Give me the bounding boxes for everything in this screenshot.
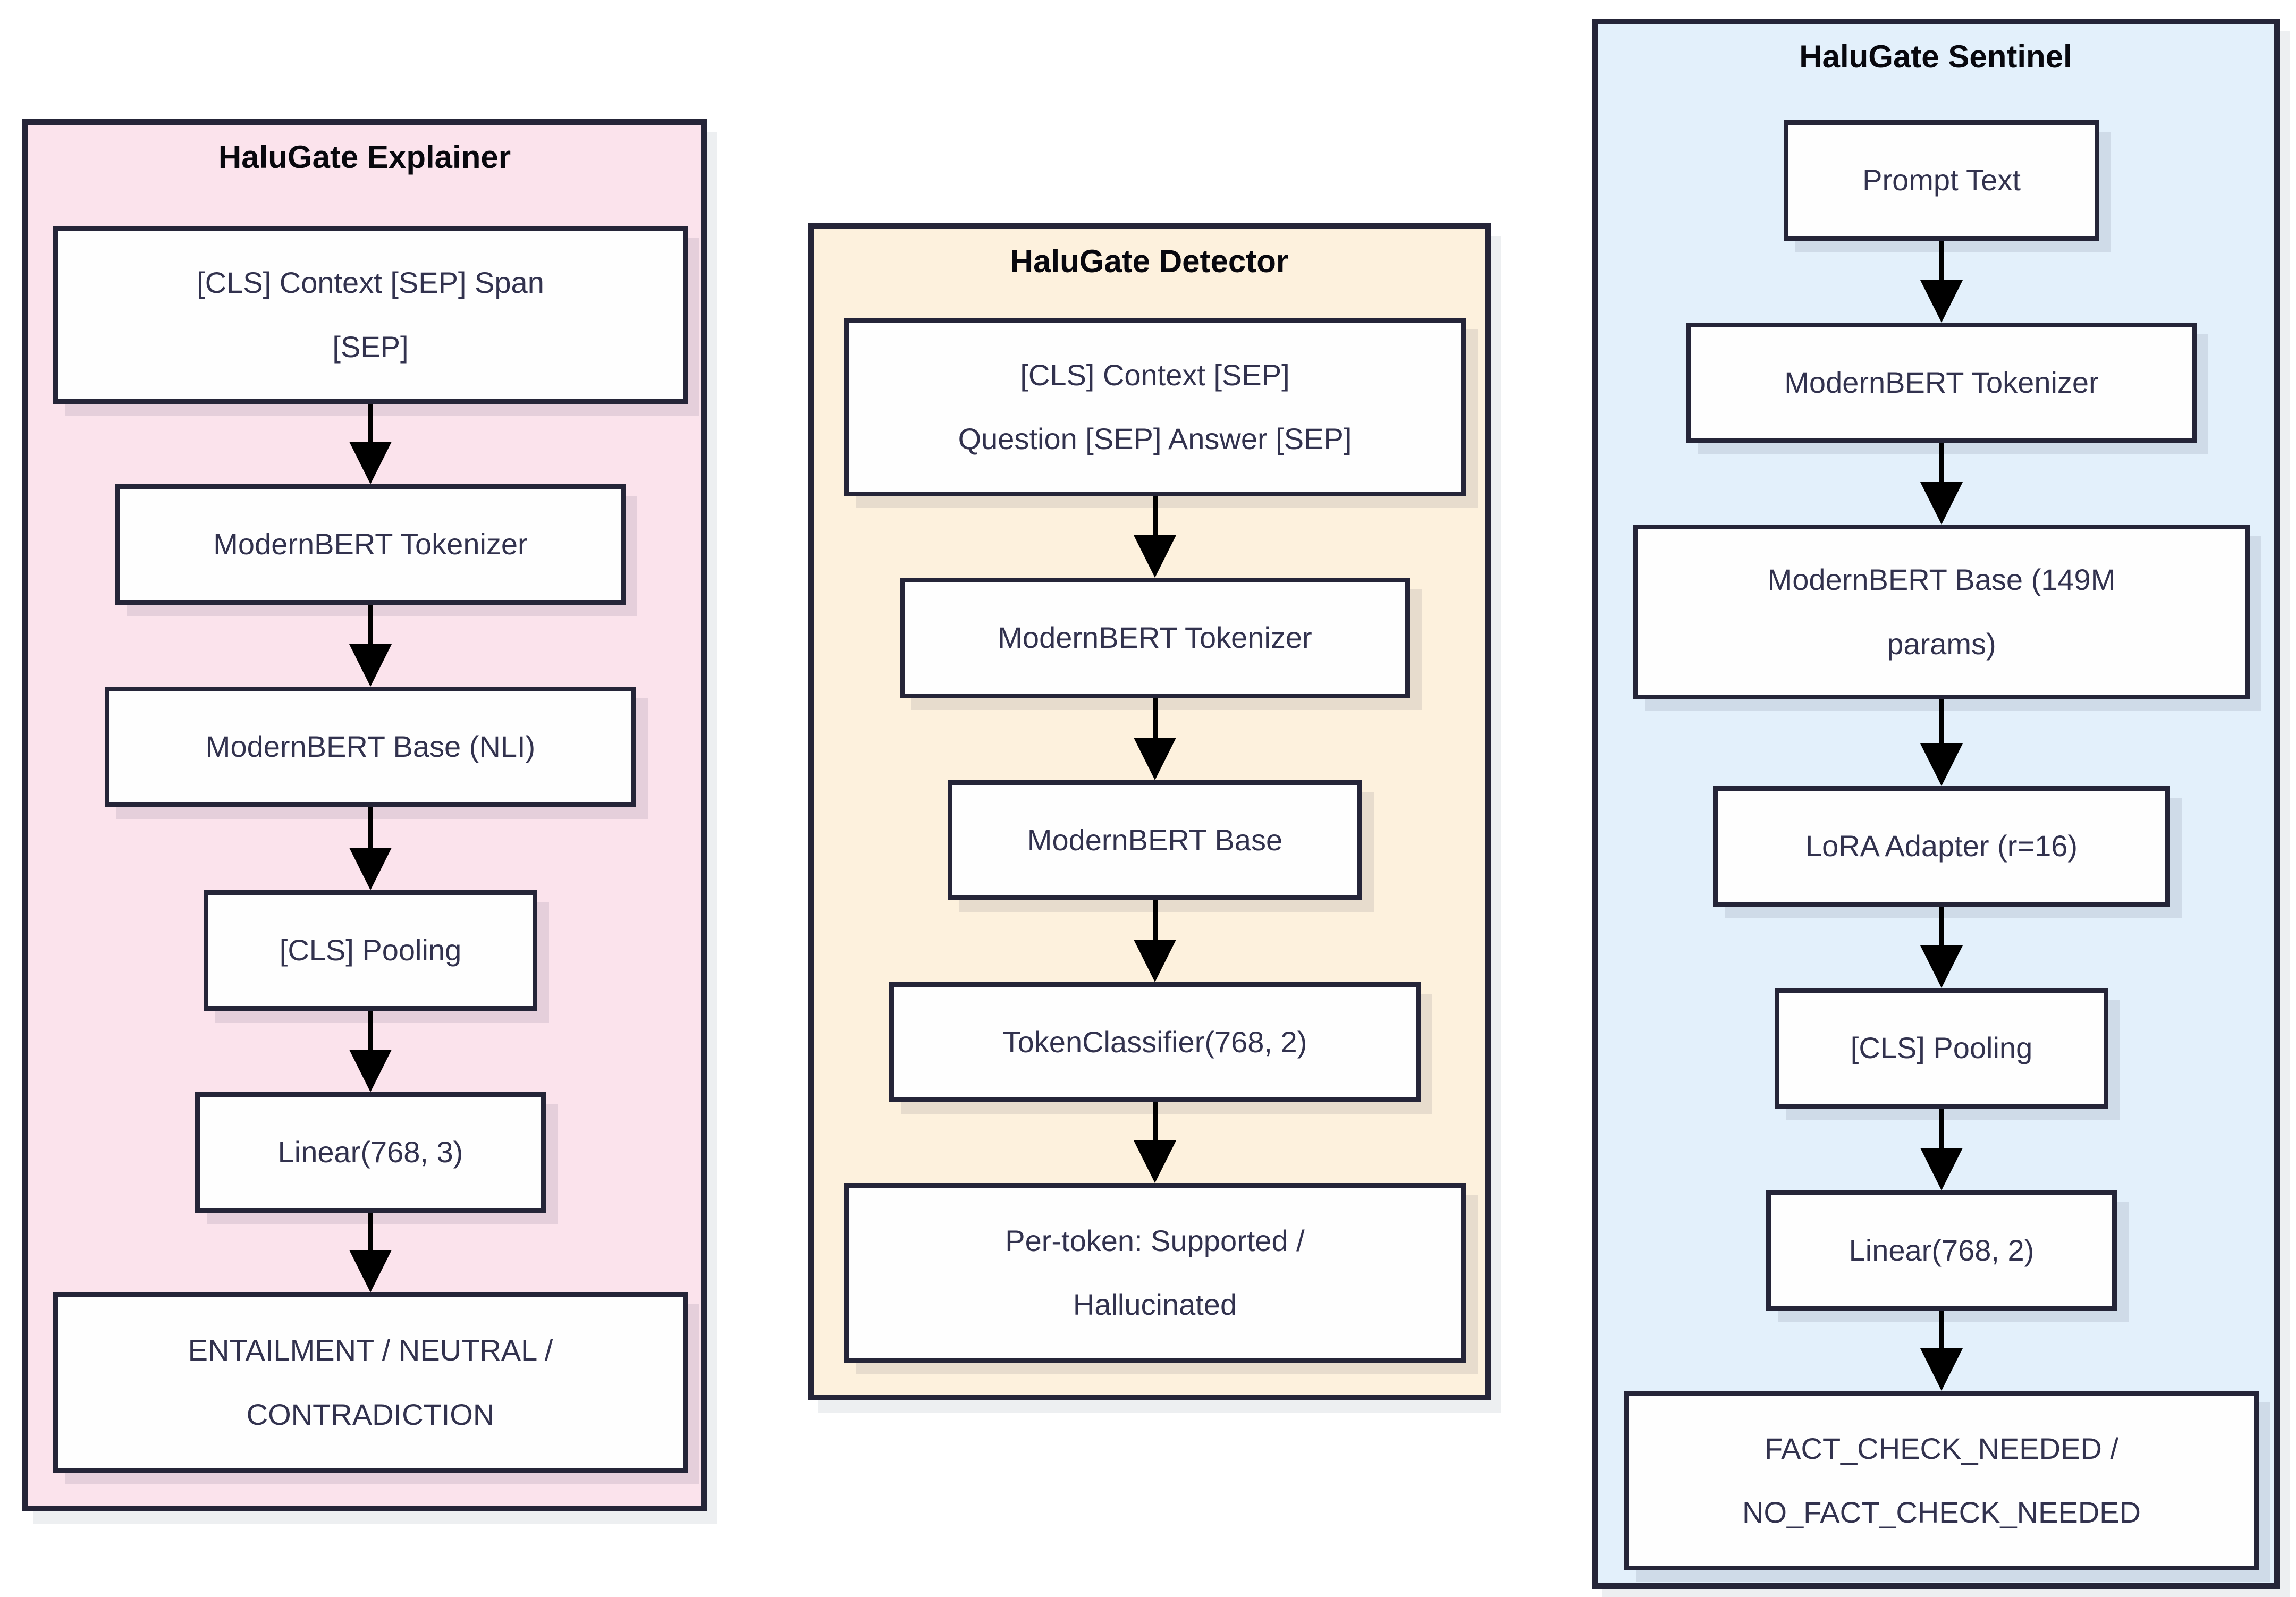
arrow-down-icon	[1132, 698, 1178, 780]
arrow-stem	[1939, 699, 1944, 743]
arrowhead-icon	[1920, 1348, 1963, 1391]
arrow-down-icon	[1132, 496, 1178, 578]
panel-title-explainer: HaluGate Explainer	[218, 139, 511, 175]
arrow-down-icon	[1918, 443, 1965, 525]
node-cls-pooling: [CLS] Pooling	[1775, 988, 2108, 1109]
arrowhead-icon	[349, 644, 392, 687]
arrow-stem	[1939, 907, 1944, 945]
node-fact-check-needed-output: FACT_CHECK_NEEDED / NO_FACT_CHECK_NEEDED	[1624, 1391, 2259, 1570]
arrow-down-icon	[1918, 1311, 1965, 1391]
arrowhead-icon	[1920, 1148, 1963, 1190]
arrow-stem	[1939, 443, 1944, 482]
node-modernbert-tokenizer: ModernBERT Tokenizer	[1686, 323, 2197, 443]
arrow-stem	[1152, 698, 1158, 738]
arrow-stem	[368, 1011, 373, 1050]
arrow-down-icon	[347, 807, 394, 890]
arrow-stem	[1152, 900, 1158, 940]
arrowhead-icon	[1920, 743, 1963, 786]
node-cls-context-question-answer: [CLS] Context [SEP] Question [SEP] Answe…	[844, 318, 1466, 496]
arrow-down-icon	[1918, 1109, 1965, 1190]
node-cls-context-sep-span-sep: [CLS] Context [SEP] Span [SEP]	[53, 226, 688, 404]
arrowhead-icon	[1134, 738, 1176, 780]
arrowhead-icon	[1134, 535, 1176, 578]
arrow-down-icon	[347, 605, 394, 687]
node-entailment-neutral-contradiction: ENTAILMENT / NEUTRAL / CONTRADICTION	[53, 1292, 688, 1473]
node-modernbert-base-nli: ModernBERT Base (NLI)	[105, 687, 636, 807]
arrowhead-icon	[349, 1250, 392, 1292]
node-tokenclassifier-768-2: TokenClassifier(768, 2)	[889, 982, 1421, 1102]
node-modernbert-base-149m-params: ModernBERT Base (149M params)	[1633, 525, 2250, 699]
node-linear-768-3: Linear(768, 3)	[195, 1092, 546, 1213]
arrow-stem	[368, 807, 373, 848]
panel-title-sentinel: HaluGate Sentinel	[1799, 39, 2072, 74]
arrow-stem	[1939, 1109, 1944, 1148]
node-lora-adapter-r16: LoRA Adapter (r=16)	[1713, 786, 2170, 907]
panel-halugate-detector: HaluGate Detector [CLS] Context [SEP] Qu…	[808, 223, 1491, 1400]
arrowhead-icon	[1134, 940, 1176, 982]
arrow-down-icon	[347, 1213, 394, 1292]
arrowhead-icon	[349, 848, 392, 890]
arrow-down-icon	[347, 404, 394, 484]
arrow-stem	[1939, 1311, 1944, 1348]
arrow-down-icon	[1918, 699, 1965, 786]
arrow-down-icon	[347, 1011, 394, 1092]
arrow-stem	[1939, 241, 1944, 280]
arrowhead-icon	[1920, 945, 1963, 988]
node-per-token-supported-hallucinated: Per-token: Supported / Hallucinated	[844, 1183, 1466, 1363]
arrowhead-icon	[1134, 1140, 1176, 1183]
arrow-stem	[368, 404, 373, 442]
arrow-down-icon	[1132, 900, 1178, 982]
node-prompt-text: Prompt Text	[1784, 120, 2099, 241]
arrowhead-icon	[1920, 482, 1963, 525]
arrow-stem	[368, 605, 373, 644]
panel-halugate-sentinel: HaluGate Sentinel Prompt Text ModernBERT…	[1592, 19, 2280, 1589]
node-modernbert-base: ModernBERT Base	[948, 780, 1362, 900]
arrow-down-icon	[1918, 907, 1965, 988]
arrowhead-icon	[1920, 280, 1963, 323]
node-modernbert-tokenizer: ModernBERT Tokenizer	[900, 578, 1410, 698]
panel-halugate-explainer: HaluGate Explainer [CLS] Context [SEP] S…	[22, 119, 707, 1511]
arrow-stem	[1152, 496, 1158, 535]
arrow-stem	[1152, 1102, 1158, 1140]
arrowhead-icon	[349, 442, 392, 484]
arrowhead-icon	[349, 1050, 392, 1092]
node-linear-768-2: Linear(768, 2)	[1766, 1190, 2117, 1311]
node-cls-pooling: [CLS] Pooling	[204, 890, 537, 1011]
panel-title-detector: HaluGate Detector	[1010, 243, 1289, 279]
node-modernbert-tokenizer: ModernBERT Tokenizer	[115, 484, 626, 605]
arrow-down-icon	[1918, 241, 1965, 323]
arrow-down-icon	[1132, 1102, 1178, 1183]
arrow-stem	[368, 1213, 373, 1250]
